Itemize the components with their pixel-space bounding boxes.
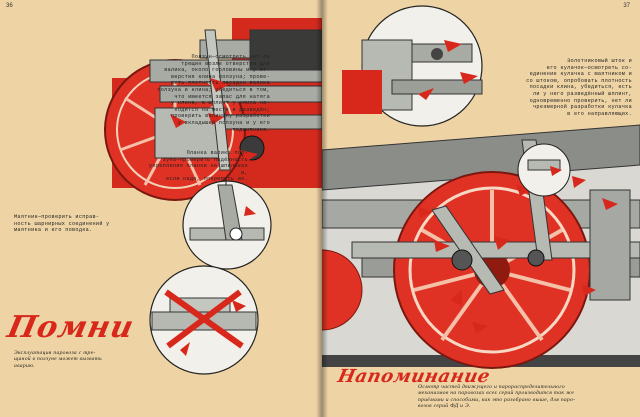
right-page: 37 — [322, 0, 640, 417]
pendulum-detail — [182, 180, 272, 270]
left-page: 36 — [0, 0, 322, 417]
remember-note: Эксплуатация паровоза с тре- щиной в пол… — [14, 350, 102, 369]
right-page-number: 37 — [623, 3, 630, 9]
driving-wheel-right — [393, 171, 591, 369]
arrows-right — [418, 176, 618, 334]
right-illustration — [322, 5, 640, 417]
side-rods — [351, 139, 640, 301]
leading-wheel — [322, 249, 363, 331]
caption-pendulum: Маятник—проверить исправ- ность шарнирны… — [14, 214, 110, 234]
valve-rod-detail — [342, 5, 483, 127]
crosshead-machinery — [149, 29, 322, 171]
caption-crosshead: Ползун—осмотреть нет ли трещин возле отв… — [157, 54, 270, 133]
book-gutter — [316, 0, 328, 417]
caption-valve-plate: Планка валика пол- зуна—проверить надёжн… — [149, 150, 248, 183]
crosshead-detail — [149, 265, 259, 375]
crank-pin — [451, 249, 473, 271]
arrows-main — [170, 78, 258, 162]
left-illustration — [104, 18, 322, 375]
remember-title: Помни — [4, 310, 138, 345]
left-page-number: 36 — [6, 3, 13, 9]
caption-valve-rod: Золотниковый шток и его кулачок—осмотрет… — [526, 58, 632, 117]
reminder-note: Осмотр частей движущего и парораспредели… — [418, 384, 576, 410]
link-pin — [527, 249, 545, 267]
